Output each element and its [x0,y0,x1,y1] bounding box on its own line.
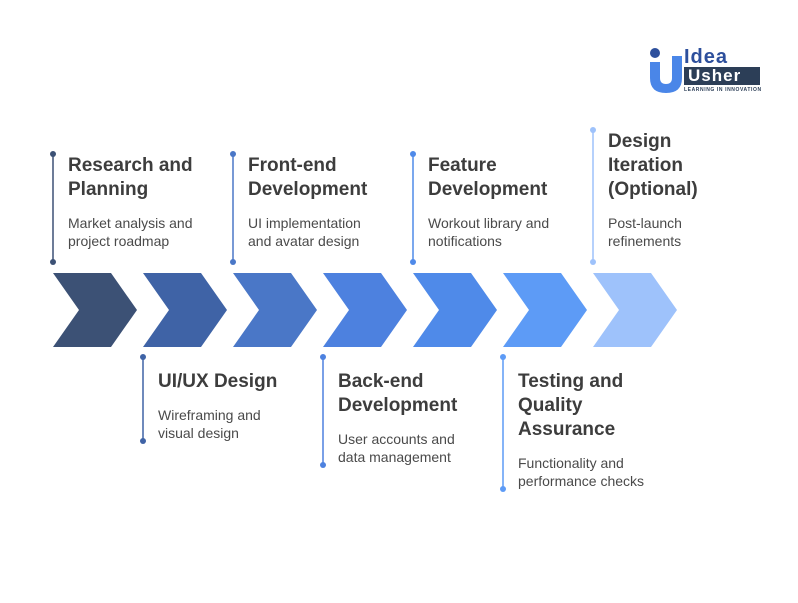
step-2-title: UI/UX Design [158,371,278,392]
connector-dot-1-end [50,259,56,265]
connector-dot-6-end [500,486,506,492]
step-6-description: Functionality and performance checks [518,455,645,489]
step-1-description: Market analysis and project roadmap [68,215,193,249]
connector-dot-5-end [410,259,416,265]
logo-word-usher: Usher [688,66,742,85]
chevron-3 [233,273,317,347]
logo-word-idea: Idea [684,46,729,68]
connector-dot-4-end [320,462,326,468]
connector-dot-7-end [590,259,596,265]
connector-dot-1-start [50,151,56,157]
step-2-description: Wireframing and visual design [158,407,261,441]
step-6-title: Testing and Quality Assurance [518,371,624,440]
connector-dot-2-end [140,438,146,444]
connector-dot-6-start [500,354,506,360]
logo-word-box: Usher [684,66,760,85]
step-5-description: Workout library and notifications [428,215,550,249]
brand-logo: Idea Usher LEARNING IN INNOVATION [646,46,762,96]
step-7-description: Post-launch refinements [608,215,682,249]
chevron-4 [323,273,407,347]
logo-mark-icon [650,48,682,93]
logo-tagline: LEARNING IN INNOVATION [684,87,762,93]
chevron-6 [503,273,587,347]
chevron-1 [53,273,137,347]
chevron-7 [593,273,677,347]
connector-dot-3-start [230,151,236,157]
step-5-title: Feature Development [428,155,548,200]
connector-dot-5-start [410,151,416,157]
step-3-title: Front-end Development [248,155,368,200]
step-1-title: Research and Planning [68,155,193,200]
step-4-title: Back-end Development [338,371,458,416]
chevron-2 [143,273,227,347]
step-7-title: Design Iteration (Optional) [608,131,698,200]
step-3-description: UI implementation and avatar design [248,215,361,249]
connector-dot-3-end [230,259,236,265]
connector-dot-7-start [590,127,596,133]
connector-dot-4-start [320,354,326,360]
chevron-5 [413,273,497,347]
step-4-description: User accounts and data management [338,431,455,465]
connector-dot-2-start [140,354,146,360]
